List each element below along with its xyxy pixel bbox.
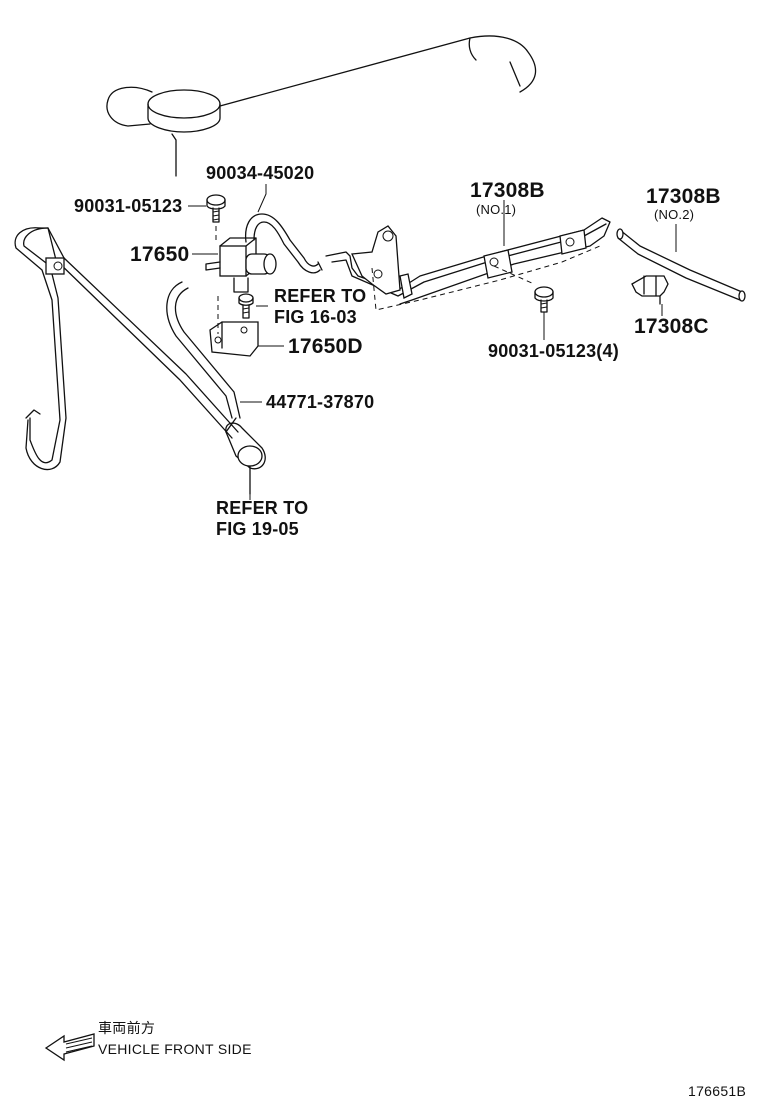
direction-english: VEHICLE FRONT SIDE xyxy=(98,1041,252,1057)
hose-clamp-lower xyxy=(225,422,266,495)
hose-valve-upper xyxy=(244,213,323,274)
label-17308B-no2[interactable]: 17308B xyxy=(646,185,721,208)
label-17308B-no1-sub: (NO.1) xyxy=(476,202,517,217)
label-17308B-no2-sub: (NO.2) xyxy=(654,207,695,222)
label-17308C[interactable]: 17308C xyxy=(634,315,709,338)
pipe-assembly-no1 xyxy=(325,217,611,311)
refer-fig-16-03[interactable]: REFER TO FIG 16-03 xyxy=(274,286,366,328)
label-17650[interactable]: 17650 xyxy=(130,243,190,266)
valve-bracket xyxy=(209,296,259,357)
hose-no2 xyxy=(616,228,746,302)
hose-pipe-left xyxy=(14,227,239,471)
figure-number: 176651B xyxy=(688,1083,747,1099)
bolt-icon-upper xyxy=(206,194,226,244)
label-44771-37870[interactable]: 44771-37870 xyxy=(266,392,375,412)
vacuum-switching-valve xyxy=(205,237,277,293)
front-arrow-icon xyxy=(44,1033,95,1062)
engine-cover-outline xyxy=(106,35,537,177)
bolt-icon-right xyxy=(534,286,554,313)
refer-fig-19-05-line1: REFER TO xyxy=(216,498,309,518)
label-90034-45020[interactable]: 90034-45020 xyxy=(206,163,315,183)
hose-solenoid-down xyxy=(166,281,241,433)
leader-lines xyxy=(188,184,677,500)
refer-fig-19-05[interactable]: REFER TO FIG 19-05 xyxy=(216,498,308,540)
label-17308B-no1[interactable]: 17308B xyxy=(470,179,545,202)
refer-fig-16-03-line2: FIG 16-03 xyxy=(274,307,357,327)
label-17650D[interactable]: 17650D xyxy=(288,335,363,358)
direction-japanese: 車両前方 xyxy=(98,1020,156,1036)
refer-fig-19-05-line2: FIG 19-05 xyxy=(216,519,299,539)
label-90031-05123-4[interactable]: 90031-05123(4) xyxy=(488,341,619,361)
refer-fig-16-03-line1: REFER TO xyxy=(274,286,367,306)
bolt-icon-middle xyxy=(238,293,254,319)
label-90031-05123[interactable]: 90031-05123 xyxy=(74,196,183,216)
hose-clip xyxy=(631,275,669,305)
